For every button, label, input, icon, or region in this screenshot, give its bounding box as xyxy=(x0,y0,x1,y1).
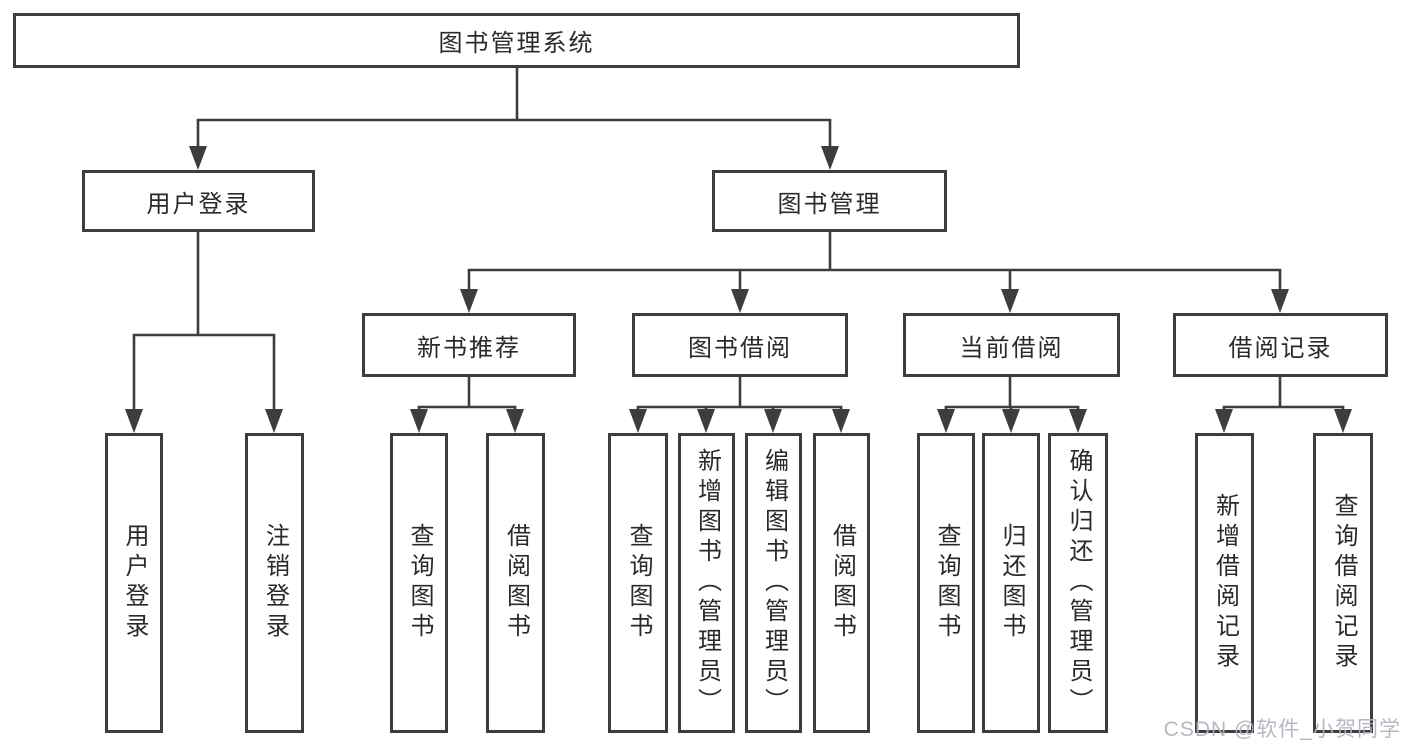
leaf-edit-book-admin: 编辑图书（管理员） xyxy=(745,433,802,733)
leaf-borrow-books-borrowing: 借阅图书 xyxy=(813,433,870,733)
node-book-borrowing: 图书借阅 xyxy=(632,313,848,377)
connector-user-login-to-leaves xyxy=(125,232,283,433)
leaf-user-login: 用户登录 xyxy=(105,433,163,733)
leaf-query-books-current: 查询图书 xyxy=(917,433,975,733)
connector-current-borrowing-to-leaves xyxy=(937,377,1087,433)
node-borrowing-records: 借阅记录 xyxy=(1173,313,1388,377)
connector-book-management-to-level3 xyxy=(460,232,1289,313)
node-root-system: 图书管理系统 xyxy=(13,13,1020,68)
leaf-add-borrow-record: 新增借阅记录 xyxy=(1195,433,1254,733)
csdn-watermark: CSDN @软件_小贺同学 xyxy=(1163,718,1401,741)
leaf-query-books-borrowing: 查询图书 xyxy=(608,433,668,733)
leaf-add-book-admin: 新增图书（管理员） xyxy=(678,433,735,733)
node-new-book-recommend: 新书推荐 xyxy=(362,313,576,377)
node-book-management: 图书管理 xyxy=(712,170,947,232)
leaf-confirm-return-admin: 确认归还（管理员） xyxy=(1048,433,1108,733)
leaf-return-book: 归还图书 xyxy=(982,433,1040,733)
connector-new-book-recommend-to-leaves xyxy=(410,377,524,433)
leaf-logout: 注销登录 xyxy=(245,433,304,733)
leaf-query-books-recommend: 查询图书 xyxy=(390,433,448,733)
node-current-borrowing: 当前借阅 xyxy=(903,313,1120,377)
connector-book-borrowing-to-leaves xyxy=(629,377,850,433)
leaf-query-borrow-record: 查询借阅记录 xyxy=(1313,433,1373,733)
leaf-borrow-books-recommend: 借阅图书 xyxy=(486,433,545,733)
connector-root-to-level2 xyxy=(189,68,839,170)
connector-borrowing-records-to-leaves xyxy=(1215,377,1352,433)
node-user-login: 用户登录 xyxy=(82,170,315,232)
